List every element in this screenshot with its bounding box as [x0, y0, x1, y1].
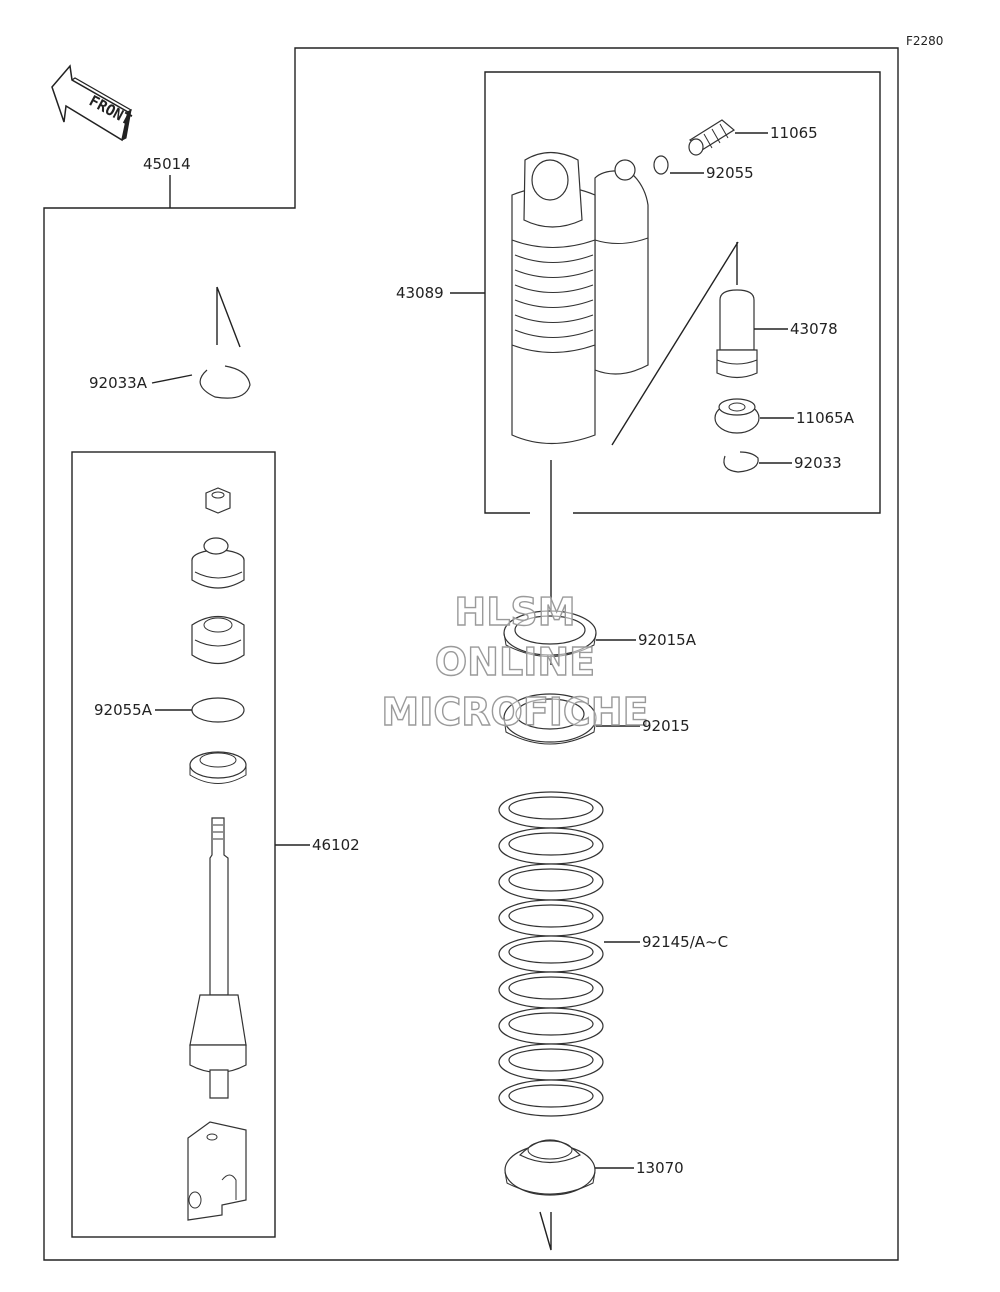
bladder-43078 — [716, 289, 788, 379]
label-92015A: 92015A — [638, 631, 696, 649]
label-45014: 45014 — [143, 155, 191, 173]
figure-code: F2280 — [906, 34, 944, 48]
label-11065A: 11065A — [796, 409, 854, 427]
assembly-45014-boundary — [43, 47, 899, 1261]
watermark-line-3: MICROFICHE — [381, 689, 650, 734]
label-92055A: 92055A — [94, 701, 152, 719]
guide-bottom — [539, 1211, 552, 1251]
cap-11065A — [714, 398, 794, 434]
label-92055: 92055 — [706, 164, 754, 182]
guide-92033A — [216, 286, 241, 348]
front-arrow-icon: FRONT — [51, 64, 134, 142]
label-43089: 43089 — [396, 284, 444, 302]
circlip-92033 — [723, 451, 759, 473]
watermark-line-2: ONLINE — [434, 639, 596, 684]
valve-11065 — [688, 119, 768, 156]
label-46102: 46102 — [312, 836, 360, 854]
shock-body-43089 — [511, 151, 739, 665]
damper-rod-46102 — [187, 487, 247, 1221]
label-11065: 11065 — [770, 124, 818, 142]
oring-92055 — [653, 155, 669, 175]
locknut-92015A — [503, 610, 636, 657]
label-43078: 43078 — [790, 320, 838, 338]
circlip-92033A — [199, 365, 251, 399]
locknut-92015 — [503, 693, 640, 745]
spring-92145 — [498, 791, 604, 1117]
box-43089 — [484, 71, 881, 514]
label-92033A: 92033A — [89, 374, 147, 392]
watermark-line-1: HLSM — [454, 589, 577, 634]
label-92145: 92145/A~C — [642, 933, 729, 951]
spring-seat-13070 — [504, 1139, 634, 1196]
label-92033: 92033 — [794, 454, 842, 472]
leader-92033A — [151, 374, 193, 384]
label-13070: 13070 — [636, 1159, 684, 1177]
label-92015: 92015 — [642, 717, 690, 735]
